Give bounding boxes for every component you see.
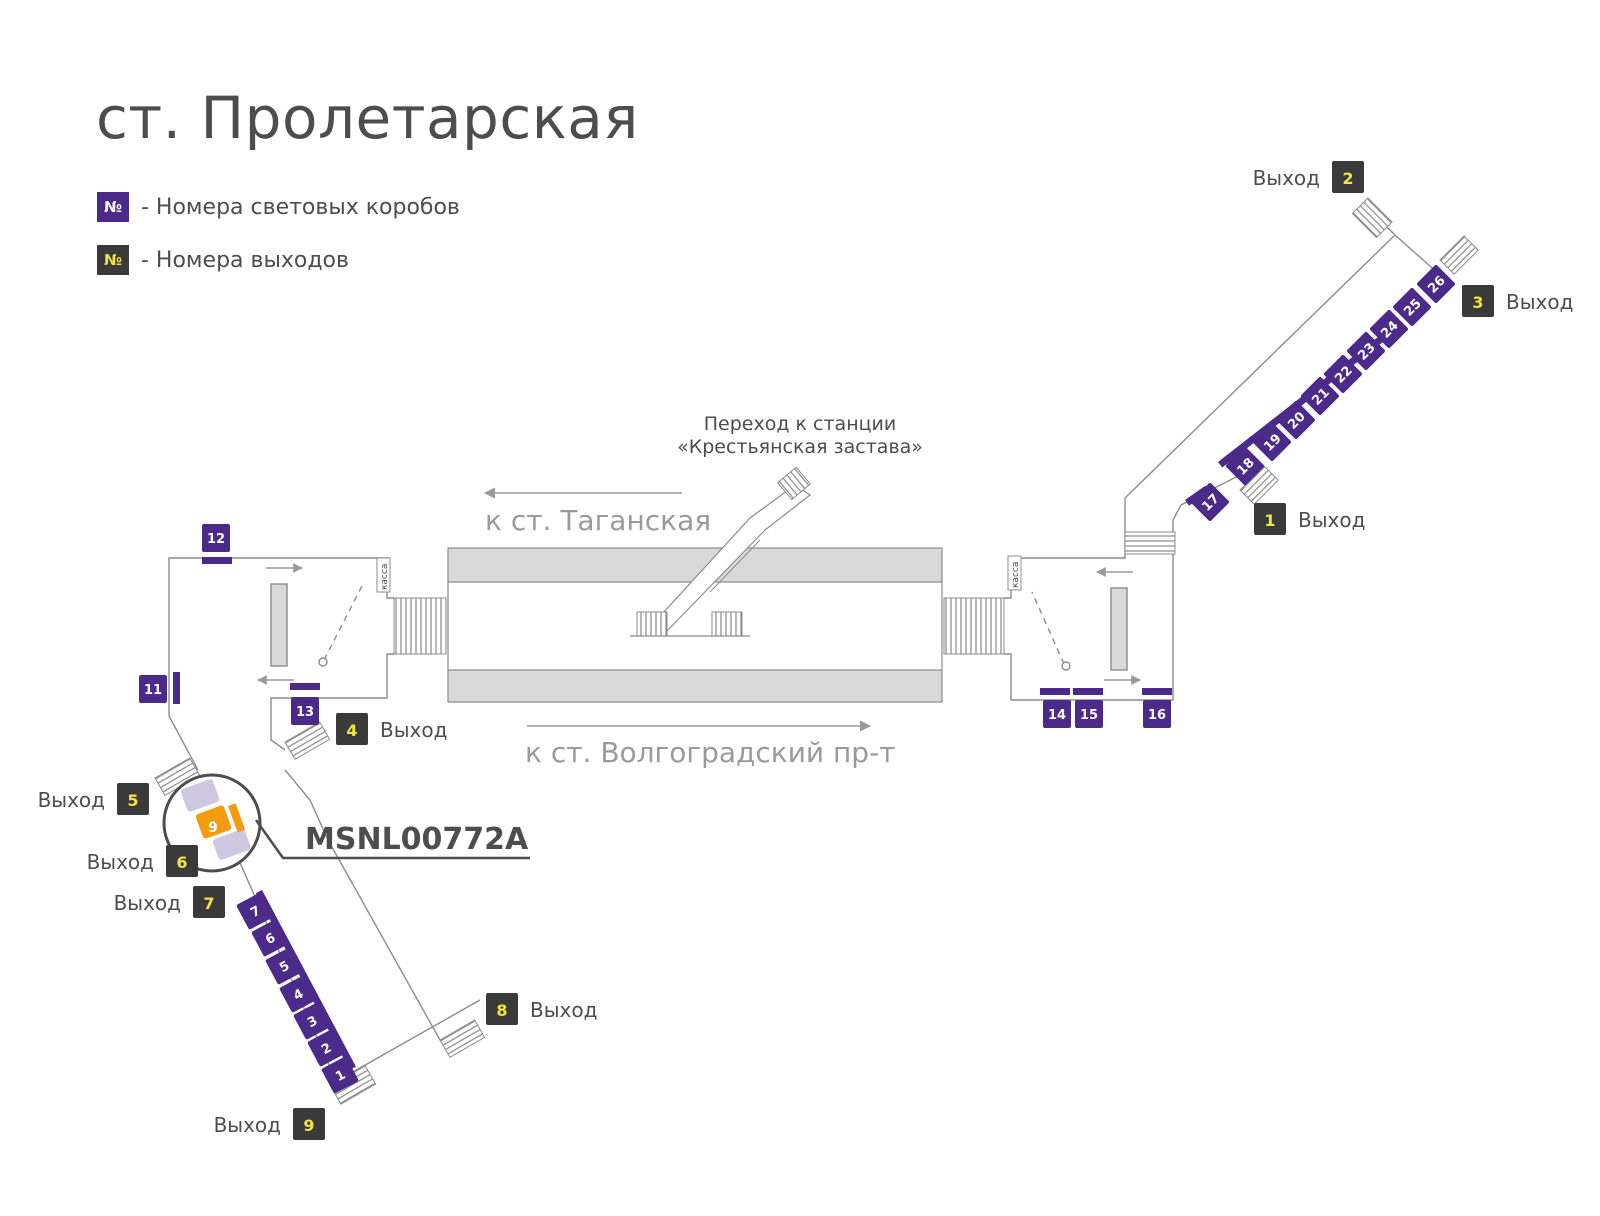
exit-3-label: Выход — [1506, 290, 1573, 314]
highlight-callout: 9 MSNL00772A — [162, 773, 530, 873]
exit-7[interactable]: 7 Выход — [114, 886, 225, 918]
lightbox-11-number: 11 — [144, 683, 162, 698]
legend-exit: № - Номера выходов — [97, 245, 349, 275]
lightbox-21[interactable]: 21 — [1300, 376, 1340, 416]
lightbox-6[interactable]: 6 — [251, 919, 289, 957]
direction-volgogradsky: к ст. Волгоградский пр-т — [525, 736, 896, 769]
exit-3[interactable]: 3 Выход — [1462, 285, 1573, 317]
lightbox-12-number: 12 — [207, 532, 225, 547]
exit-1-label: Выход — [1298, 508, 1365, 532]
legend-exit-swatch: № — [97, 245, 129, 275]
lightbox-19[interactable]: 19 — [1252, 422, 1292, 462]
kassa-right — [1007, 555, 1022, 591]
exit-5-label: Выход — [38, 788, 105, 812]
lightbox-1[interactable]: 1 — [321, 1056, 359, 1094]
lightbox-9-highlighted[interactable]: 9 — [195, 803, 246, 839]
exit-2-label: Выход — [1253, 166, 1320, 190]
lightbox-2[interactable]: 2 — [307, 1029, 345, 1067]
lightbox-11[interactable]: 11 — [139, 675, 167, 703]
lightbox-13[interactable]: 13 — [291, 697, 319, 725]
exit-stairs — [154, 197, 1479, 1105]
transfer-label-line2: «Крестьянская застава» — [677, 436, 923, 458]
lightbox-26[interactable]: 26 — [1416, 264, 1456, 304]
exit-4-number: 4 — [346, 721, 357, 740]
exit-9-label: Выход — [214, 1113, 281, 1137]
legend-exit-text: - Номера выходов — [141, 247, 349, 273]
lightbox-14-number: 14 — [1048, 708, 1066, 723]
exit-9-number: 9 — [303, 1116, 314, 1135]
lightbox-9-number: 9 — [208, 820, 218, 836]
stairs-left-platform — [393, 597, 447, 655]
left-vestibule — [168, 557, 441, 1041]
lightbox-14[interactable]: 14 — [1043, 700, 1071, 728]
exit-4-label: Выход — [380, 718, 447, 742]
transfer-label-line1: Переход к станции — [704, 413, 897, 435]
exit-5-number: 5 — [127, 791, 138, 810]
exit-6[interactable]: 6 Выход — [87, 845, 198, 877]
lightbox-16[interactable]: 16 — [1143, 700, 1171, 728]
highlight-code: MSNL00772A — [305, 822, 529, 857]
legend-lightbox-swatch: № — [97, 192, 129, 222]
lightbox-18[interactable]: 18 — [1225, 446, 1265, 486]
exit-3-number: 3 — [1472, 293, 1483, 312]
legend-lightbox: № - Номера световых коробов — [97, 192, 460, 222]
kassa-left — [376, 557, 391, 593]
exit-2-number: 2 — [1342, 169, 1353, 188]
exit-4[interactable]: 4 Выход — [336, 713, 447, 745]
direction-taganskaya: к ст. Таганская — [485, 504, 711, 537]
lightbox-4[interactable]: 4 — [279, 975, 317, 1013]
page-title: ст. Пролетарская — [96, 84, 639, 152]
lightbox-20[interactable]: 20 — [1276, 400, 1316, 440]
exit-9[interactable]: 9 Выход — [214, 1108, 325, 1140]
exit-1-number: 1 — [1264, 511, 1275, 530]
lightbox-16-number: 16 — [1148, 708, 1166, 723]
stairs-right-platform — [943, 597, 1005, 655]
transfer-stairs — [630, 466, 812, 637]
kassa-left-label: касса — [380, 564, 390, 590]
lightbox-22[interactable]: 22 — [1323, 354, 1363, 394]
track-north — [447, 547, 943, 583]
exit-1[interactable]: 1 Выход — [1254, 503, 1365, 535]
right-vestibule — [1004, 204, 1441, 701]
lightbox-12[interactable]: 12 — [202, 524, 230, 552]
kassa-right-label: касса — [1011, 562, 1021, 588]
lightbox-17[interactable]: 17 — [1190, 482, 1230, 522]
lightbox-7[interactable]: 7 — [236, 892, 274, 930]
stairs-right-escalator — [1124, 531, 1176, 555]
track-south — [447, 669, 943, 703]
lightbox-15-number: 15 — [1080, 708, 1098, 723]
exit-5[interactable]: 5 Выход — [38, 783, 149, 815]
exit-8[interactable]: 8 Выход — [486, 993, 597, 1025]
lightbox-15[interactable]: 15 — [1075, 700, 1103, 728]
exit-8-number: 8 — [496, 1001, 507, 1020]
lightbox-24[interactable]: 24 — [1369, 309, 1409, 349]
exit-6-label: Выход — [87, 850, 154, 874]
lightbox-25[interactable]: 25 — [1392, 287, 1432, 327]
legend-lightbox-text: - Номера световых коробов — [141, 194, 460, 220]
lightbox-3[interactable]: 3 — [293, 1002, 331, 1040]
lightbox-5[interactable]: 5 — [265, 947, 303, 985]
exit-8-label: Выход — [530, 998, 597, 1022]
lightbox-13-number: 13 — [296, 705, 314, 720]
lightbox-23[interactable]: 23 — [1346, 331, 1386, 371]
exit-6-number: 6 — [176, 853, 187, 872]
exit-7-label: Выход — [114, 891, 181, 915]
exit-2[interactable]: 2 Выход — [1253, 161, 1364, 193]
exit-7-number: 7 — [203, 894, 214, 913]
